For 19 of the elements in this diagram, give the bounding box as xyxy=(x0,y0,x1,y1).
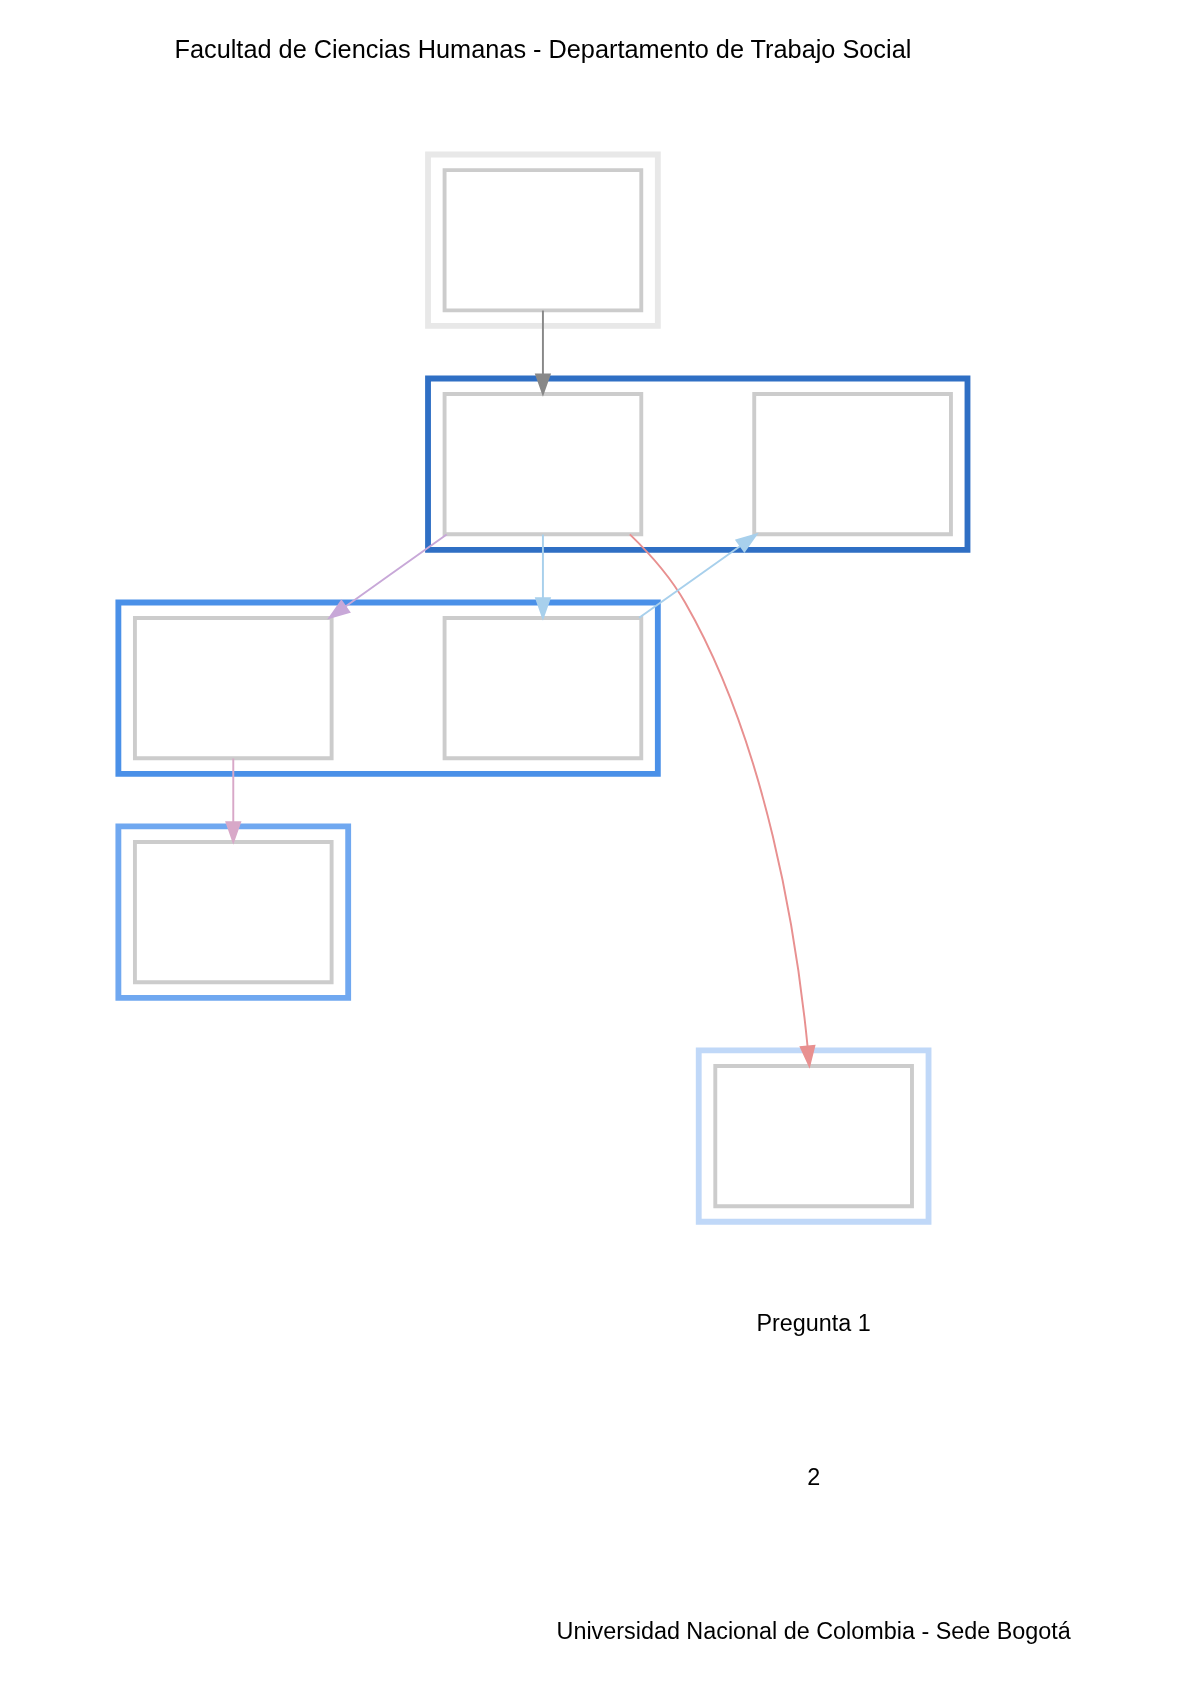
arrow xyxy=(327,533,448,620)
cluster xyxy=(695,1047,932,1225)
label: Facultad de Ciencias Humanas - Departamento de Trabajo Social xyxy=(174,34,912,63)
cluster xyxy=(425,151,661,329)
arrow xyxy=(225,757,242,845)
node-box xyxy=(442,168,644,313)
node-box xyxy=(752,392,953,537)
node-box xyxy=(132,840,334,985)
label: Pregunta 1 xyxy=(756,1310,871,1337)
label: 2 xyxy=(807,1463,821,1490)
arrow xyxy=(534,533,552,621)
node-box xyxy=(132,616,334,761)
arrow xyxy=(628,533,816,1069)
node-box xyxy=(442,616,644,761)
label: Universidad Nacional de Colombia - Sede Bogotá xyxy=(556,1617,1071,1644)
node-box xyxy=(713,1064,914,1209)
arrow xyxy=(534,309,552,397)
node-box xyxy=(442,392,644,537)
arrow xyxy=(638,532,759,619)
